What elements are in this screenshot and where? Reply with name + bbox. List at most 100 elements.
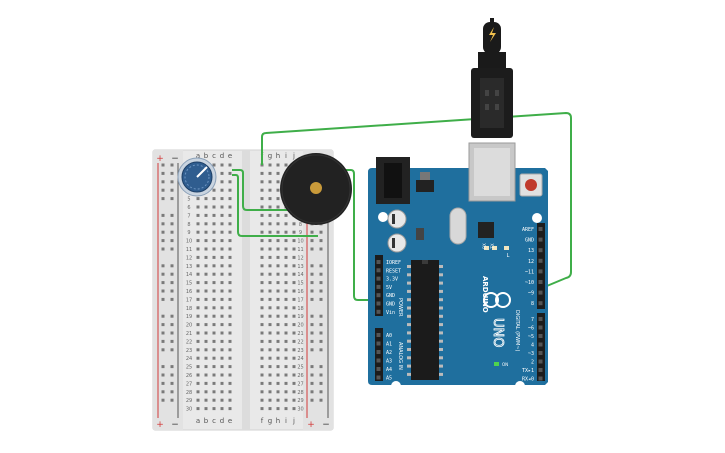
wire-pot-to-buzzer[interactable] — [232, 169, 290, 211]
header-pin-socket[interactable] — [538, 237, 543, 242]
header-pin-socket[interactable] — [376, 341, 381, 346]
header-pin-socket[interactable] — [376, 268, 381, 273]
rail-hole — [319, 264, 323, 268]
mounting-hole — [391, 381, 401, 391]
header-pin-socket[interactable] — [376, 309, 381, 314]
breadboard-row-number: 6 — [187, 205, 190, 211]
header-pin-socket[interactable] — [376, 293, 381, 298]
header-pin-socket[interactable] — [538, 258, 543, 263]
breadboard-hole — [228, 272, 232, 276]
usb-plug-grip — [480, 78, 504, 128]
digital-header-top[interactable] — [537, 223, 545, 309]
breadboard-column-letter: i — [285, 152, 287, 160]
header-pin-socket[interactable] — [376, 333, 381, 337]
wire-buzzer-to-gnd[interactable] — [346, 169, 380, 301]
header-pin-socket[interactable] — [376, 358, 381, 363]
wire-pin9-to-buzzer[interactable] — [261, 112, 572, 289]
breadboard-hole — [268, 230, 272, 234]
potentiometer-icon[interactable] — [177, 157, 217, 197]
header-pin-socket[interactable] — [538, 280, 543, 284]
rail-hole — [170, 314, 174, 318]
header-pin-socket[interactable] — [376, 367, 381, 371]
breadboard-hole — [276, 264, 280, 268]
breadboard-row-number: 9 — [187, 230, 190, 236]
breadboard-hole — [220, 407, 224, 411]
breadboard-row-number: 22 — [186, 339, 192, 345]
header-pin-socket[interactable] — [376, 301, 381, 306]
breadboard-hole — [276, 163, 280, 167]
breadboard-row-number: 11 — [297, 247, 303, 253]
breadboard-hole — [204, 390, 208, 394]
breadboard-row-number: 9 — [299, 230, 302, 236]
chip-pin — [439, 364, 443, 368]
header-pin-socket[interactable] — [538, 334, 543, 338]
piezo-buzzer-icon[interactable] — [280, 153, 352, 225]
header-pin-socket[interactable] — [376, 284, 381, 289]
breadboard-hole — [260, 331, 264, 335]
breadboard-hole — [204, 213, 208, 217]
rail-hole — [161, 247, 165, 251]
header-pin-socket[interactable] — [538, 325, 543, 330]
pin-label: IOREF — [386, 260, 401, 266]
breadboard-column-letter: a — [196, 152, 200, 160]
header-pin-socket[interactable] — [538, 301, 543, 306]
header-pin-socket[interactable] — [376, 260, 381, 264]
breadboard-hole — [284, 163, 288, 167]
header-pin-socket[interactable] — [538, 359, 543, 364]
rail-hole — [310, 365, 314, 369]
chip-pin — [439, 281, 443, 285]
arduino-uno-board[interactable]: RX TX L ON ARDUINO UNO POWER ANALOG IN D… — [368, 142, 548, 391]
breadboard-hole — [196, 365, 200, 369]
header-pin-socket[interactable] — [538, 368, 543, 372]
header-pin-socket[interactable] — [538, 269, 543, 274]
header-pin-socket[interactable] — [538, 342, 543, 347]
header-pin-socket[interactable] — [538, 351, 543, 355]
analog-header[interactable] — [375, 328, 383, 381]
breadboard-row-number: 25 — [297, 365, 303, 371]
breadboard-hole — [284, 381, 288, 385]
rail-hole — [170, 297, 174, 301]
wire-pot-signal[interactable] — [232, 174, 318, 237]
breadboard-hole — [220, 398, 224, 402]
pin-label: 12 — [528, 259, 534, 265]
header-pin-socket[interactable] — [538, 317, 543, 321]
breadboard-hole — [220, 171, 224, 175]
header-pin-socket[interactable] — [538, 376, 543, 381]
header-pin-socket[interactable] — [538, 248, 543, 253]
rail-hole — [170, 213, 174, 217]
breadboard-hole — [292, 390, 296, 394]
usb-grip-detail — [495, 90, 499, 96]
rail-hole — [310, 339, 314, 343]
pin-label: ~5 — [528, 334, 534, 340]
breadboard-hole — [260, 264, 264, 268]
header-pin-socket[interactable] — [376, 375, 381, 380]
breadboard-hole — [220, 163, 224, 167]
usb-plug-icon[interactable] — [471, 18, 513, 138]
pin-label: A3 — [386, 359, 392, 365]
breadboard-hole — [276, 281, 280, 285]
rail-hole — [170, 348, 174, 352]
breadboard-hole — [212, 381, 216, 385]
breadboard-hole — [212, 306, 216, 310]
chip-pin — [407, 372, 411, 376]
breadboard-hole — [204, 281, 208, 285]
breadboard-hole — [212, 348, 216, 352]
breadboard-row-number: 28 — [186, 390, 192, 396]
header-pin-socket[interactable] — [376, 350, 381, 354]
reset-button-cap[interactable] — [525, 179, 537, 191]
breadboard-hole — [260, 356, 264, 360]
breadboard-hole — [260, 205, 264, 209]
breadboard-hole — [268, 205, 272, 209]
header-pin-socket[interactable] — [376, 276, 381, 281]
breadboard-hole — [260, 255, 264, 259]
breadboard-hole — [212, 323, 216, 327]
breadboard-hole — [228, 213, 232, 217]
header-pin-socket[interactable] — [538, 290, 543, 295]
header-pin-socket[interactable] — [538, 227, 543, 231]
breadboard-hole — [260, 398, 264, 402]
breadboard-hole — [292, 398, 296, 402]
breadboard-hole — [228, 373, 232, 377]
breadboard-hole — [276, 331, 280, 335]
digital-header-bottom[interactable] — [537, 313, 545, 381]
rail-hole — [310, 297, 314, 301]
